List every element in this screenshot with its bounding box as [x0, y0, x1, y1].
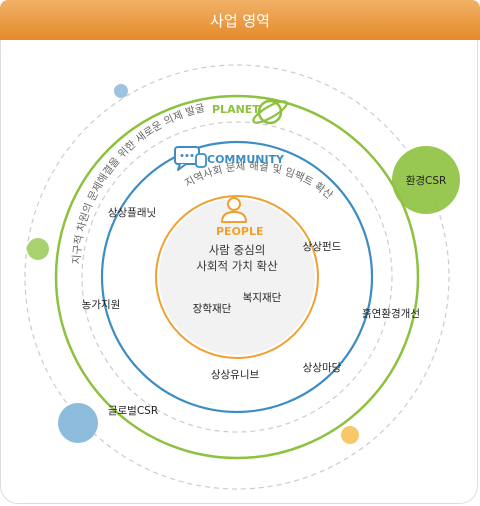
sangsang-univ-label: 상상유니브: [211, 369, 260, 381]
people-label: PEOPLE: [216, 225, 264, 238]
center-text-line1: 사람 중심의: [209, 243, 266, 257]
welfare-label: 복지재단: [243, 292, 282, 304]
inner-dashed-orbit: [81, 121, 393, 433]
planet-icon: [252, 99, 288, 125]
scholarship-label: 장학재단: [193, 303, 232, 315]
global-csr-bubble: [58, 403, 98, 443]
env-csr-bubble: [392, 146, 460, 214]
center-text-line2: 사회적 가치 확산: [196, 259, 278, 273]
sangsang-planet-label: 상상플래닛: [108, 207, 156, 219]
person-icon: [221, 197, 247, 223]
sangsang-fund-label: 상상펀드: [303, 241, 342, 253]
page-title: 사업 영역: [210, 12, 270, 30]
green-dot: [27, 238, 49, 260]
yellow-dot: [341, 426, 359, 444]
people-circle-fill: [159, 199, 315, 355]
header-bar: 사업 영역: [0, 0, 480, 40]
planet-ring: [54, 94, 420, 460]
planet-label: PLANET: [212, 103, 260, 116]
global-csr-label: 글로벌CSR: [108, 405, 158, 417]
chat-bubbles-icon: [174, 146, 207, 171]
community-label: COMMUNITY: [207, 153, 285, 166]
env-csr-label: 환경CSR: [406, 174, 447, 187]
community-ring: [100, 140, 374, 414]
outer-dashed-orbit: [24, 64, 450, 490]
small-blue-dot: [114, 84, 128, 98]
farm-support-label: 농가지원: [82, 299, 121, 311]
sangsang-madang-label: 상상마당: [303, 362, 342, 374]
soil-environment-label: 흙연환경개선: [362, 307, 420, 320]
